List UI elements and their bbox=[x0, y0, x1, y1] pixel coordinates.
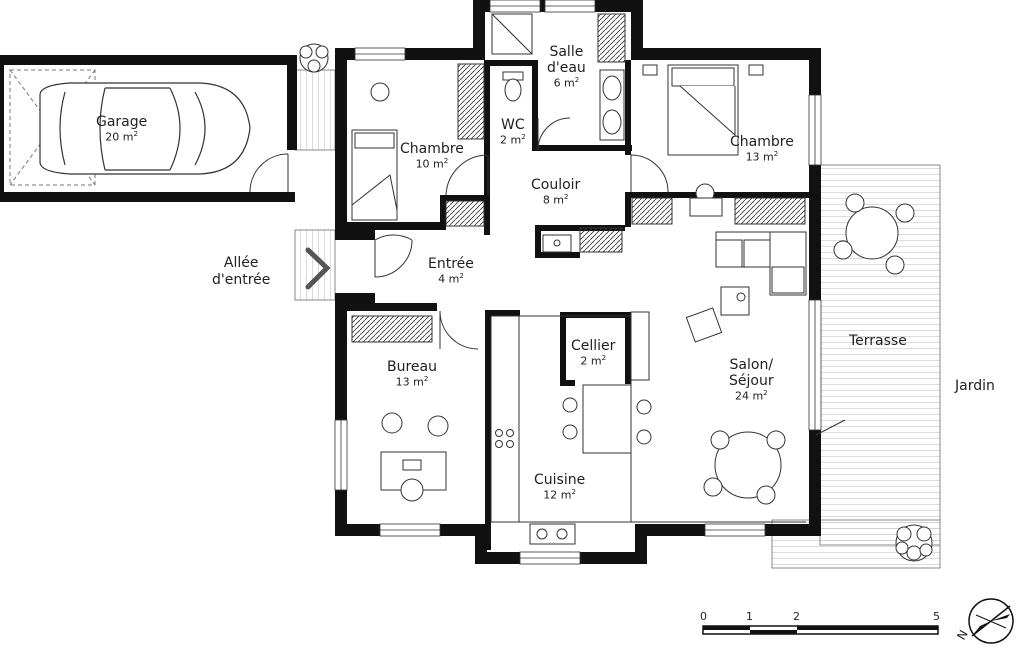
room-name: Entrée bbox=[428, 256, 474, 272]
room-area: 13 m bbox=[745, 150, 774, 164]
scale-tick-0: 0 bbox=[700, 610, 707, 623]
room-area: 10 m bbox=[415, 157, 444, 171]
closets bbox=[351, 13, 806, 343]
compass-icon bbox=[968, 598, 1014, 644]
room-area: 6 m bbox=[553, 76, 575, 90]
room-name: Chambre bbox=[400, 141, 464, 157]
dining-table-icon bbox=[703, 193, 915, 505]
room-name-line1: Salon/ bbox=[729, 357, 774, 373]
area-exponent: 2 bbox=[564, 193, 569, 202]
chair-icons bbox=[370, 82, 723, 502]
bathroom-fixtures bbox=[491, 13, 625, 253]
room-area: 2 m bbox=[580, 354, 602, 368]
area-exponent: 2 bbox=[571, 488, 576, 497]
area-exponent: 2 bbox=[443, 157, 449, 166]
area-exponent: 2 bbox=[773, 150, 779, 159]
scale-tick-1: 1 bbox=[746, 610, 753, 623]
area-exponent: 2 bbox=[521, 133, 526, 142]
allee-line1: Allée bbox=[223, 255, 259, 271]
room-area: 4 m bbox=[438, 272, 460, 286]
room-name: Chambre bbox=[730, 134, 794, 150]
label-terrasse: Terrasse bbox=[849, 333, 907, 349]
area-exponent: 2 bbox=[574, 76, 580, 85]
room-area: 13 m bbox=[395, 375, 424, 389]
room-area: 20 m bbox=[105, 130, 134, 144]
area-exponent: 2 bbox=[601, 354, 607, 363]
doors bbox=[374, 117, 846, 436]
room-name: Bureau bbox=[387, 359, 437, 375]
garage bbox=[0, 55, 297, 202]
room-chambre-2: Chambre 13 m2 bbox=[730, 134, 794, 164]
area-exponent: 2 bbox=[459, 272, 464, 281]
windows bbox=[334, 0, 822, 565]
room-name-line2: d'eau bbox=[547, 60, 586, 77]
room-salon-sejour: Salon/ Séjour 24 m2 bbox=[729, 357, 774, 403]
entry-path-deck bbox=[294, 69, 336, 301]
label-allee: Allée d'entrée bbox=[212, 255, 270, 289]
room-name-line2: Séjour bbox=[729, 373, 774, 390]
area-exponent: 2 bbox=[133, 130, 138, 139]
room-entree: Entrée 4 m2 bbox=[428, 256, 474, 286]
room-name: WC bbox=[501, 117, 525, 133]
shrub-icon bbox=[299, 43, 933, 562]
scale-tick-2: 2 bbox=[793, 610, 800, 623]
entry-arrow-icon bbox=[305, 247, 331, 290]
car-icon bbox=[39, 82, 251, 175]
room-name: Cellier bbox=[571, 338, 616, 354]
room-cellier: Cellier 2 m2 bbox=[571, 338, 615, 368]
area-exponent: 2 bbox=[763, 389, 768, 398]
room-bureau: Bureau 13 m2 bbox=[387, 359, 437, 389]
sofa-icon bbox=[685, 231, 807, 343]
label-jardin: Jardin bbox=[955, 378, 995, 394]
room-area: 2 m bbox=[500, 133, 522, 147]
room-couloir: Couloir 8 m2 bbox=[531, 177, 580, 207]
interior-walls bbox=[347, 60, 810, 550]
scale-bar bbox=[702, 625, 939, 635]
bed-icon bbox=[351, 64, 764, 221]
room-garage: Garage 20 m2 bbox=[96, 114, 147, 144]
room-name: Couloir bbox=[531, 177, 581, 193]
room-wc: WC 2 m2 bbox=[500, 117, 526, 147]
room-name-line1: Salle bbox=[549, 44, 584, 60]
room-name: Cuisine bbox=[534, 472, 586, 488]
kitchen-fixtures bbox=[490, 311, 806, 545]
room-area: 24 m bbox=[734, 389, 764, 403]
area-exponent: 2 bbox=[423, 375, 429, 384]
room-area: 8 m bbox=[542, 193, 565, 207]
room-cuisine: Cuisine 12 m2 bbox=[534, 472, 585, 502]
room-name: Garage bbox=[96, 114, 148, 130]
allee-line2: d'entrée bbox=[212, 271, 271, 288]
room-salle-deau: Salle d'eau 6 m2 bbox=[547, 44, 586, 90]
scale-tick-5: 5 bbox=[933, 610, 940, 623]
room-chambre-1: Chambre 10 m2 bbox=[400, 141, 464, 171]
room-area: 12 m bbox=[543, 488, 572, 502]
